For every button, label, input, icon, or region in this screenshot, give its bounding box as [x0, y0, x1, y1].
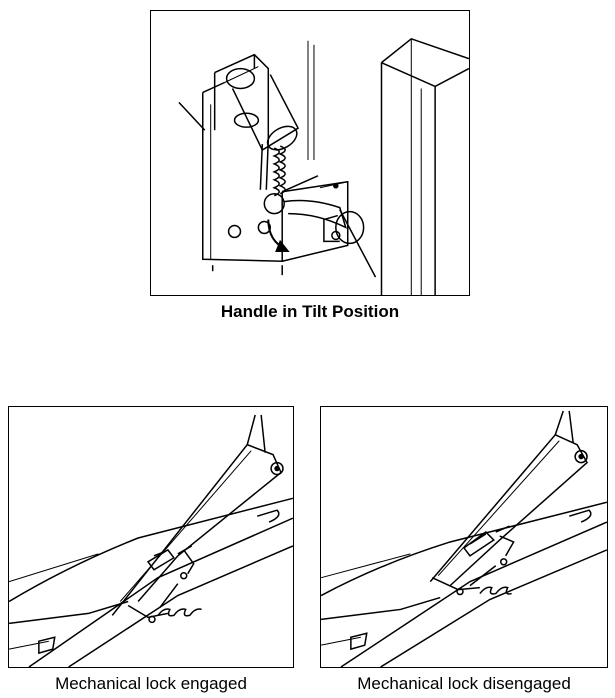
- lock-disengaged-illustration: [320, 406, 608, 668]
- tilt-handle-drawing: [151, 11, 469, 295]
- lock-engaged-drawing: [9, 407, 293, 667]
- tilt-handle-illustration: [150, 10, 470, 296]
- lock-engaged-caption: Mechanical lock engaged: [55, 674, 247, 693]
- tilt-handle-caption: Handle in Tilt Position: [220, 302, 400, 321]
- lock-disengaged-caption: Mechanical lock disengaged: [357, 674, 571, 693]
- lock-disengaged-drawing: [321, 407, 607, 667]
- lock-engaged-illustration: [8, 406, 294, 668]
